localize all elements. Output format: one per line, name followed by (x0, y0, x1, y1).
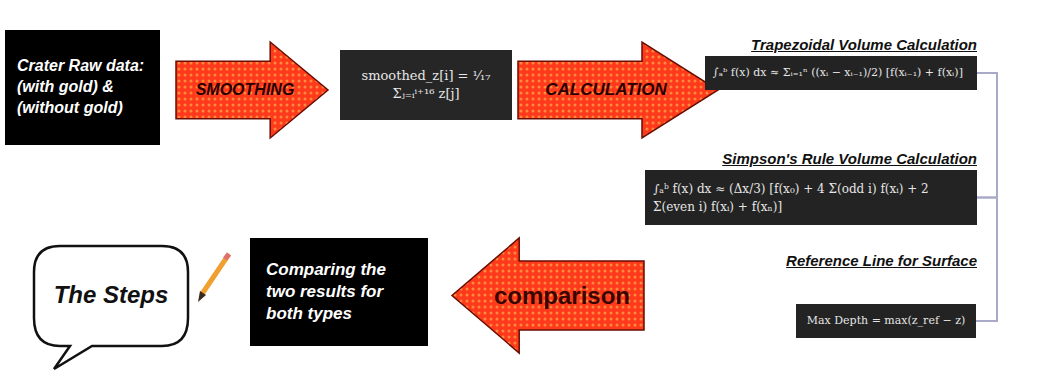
arrow-label: SMOOTHING (196, 81, 295, 99)
formula-box: Max Depth = max(z_ref − z) (796, 304, 976, 338)
arrow-shape (452, 238, 644, 353)
bracket-connector (977, 73, 997, 198)
result-box: Comparing the two results for both types (250, 238, 428, 346)
bubble-text: The Steps (54, 281, 169, 309)
formula-text: Max Depth = max(z_ref − z) (804, 313, 968, 328)
arrow-label: comparison (494, 282, 630, 310)
formula-text: ∫ₐᵇ f(x) dx ≈ Σᵢ₌₁ⁿ ((xᵢ − xᵢ₋₁)/2) [f(x… (713, 65, 969, 80)
section-heading: Reference Line for Surface (752, 252, 977, 270)
formula-text: ∫ₐᵇ f(x) dx ≈ (Δx/3) [f(x₀) + 4 Σ(odd i)… (653, 180, 969, 216)
box-text: Comparing the two results for both types (266, 259, 412, 325)
formula-box: smoothed_z[i] = ¹⁄₁₇ Σⱼ₌ᵢⁱ⁺¹⁶ z[j] (340, 50, 512, 120)
method-group: Trapezoidal Volume Calculation ∫ₐᵇ f(x) d… (700, 36, 977, 90)
method-group: Simpson's Rule Volume Calculation ∫ₐᵇ f(x… (645, 150, 977, 225)
arrow-shape (176, 42, 328, 138)
step-arrow: SMOOTHING (176, 42, 328, 138)
arrow-label: CALCULATION (545, 80, 667, 100)
formula-box: ∫ₐᵇ f(x) dx ≈ Σᵢ₌₁ⁿ ((xᵢ − xᵢ₋₁)/2) [f(x… (705, 56, 977, 90)
pencil-icon (198, 254, 229, 302)
bracket-connector (976, 198, 997, 322)
formula-text: smoothed_z[i] = ¹⁄₁₇ Σⱼ₌ᵢⁱ⁺¹⁶ z[j] (348, 67, 504, 103)
box-text: Crater Raw data: (with gold) & (without … (17, 56, 148, 118)
bubble-outline (34, 246, 188, 369)
step-arrow: CALCULATION (518, 42, 718, 138)
section-heading: Simpson's Rule Volume Calculation (645, 150, 977, 168)
method-group: Reference Line for SurfaceMax Depth = ma… (752, 252, 977, 338)
input-box: Crater Raw data: (with gold) & (without … (5, 30, 160, 145)
section-heading: Trapezoidal Volume Calculation (700, 36, 977, 54)
speech-bubble: The Steps (32, 244, 190, 372)
arrow-shape (518, 42, 718, 138)
step-arrow: comparison (452, 238, 644, 353)
formula-box: ∫ₐᵇ f(x) dx ≈ (Δx/3) [f(x₀) + 4 Σ(odd i)… (645, 170, 977, 225)
